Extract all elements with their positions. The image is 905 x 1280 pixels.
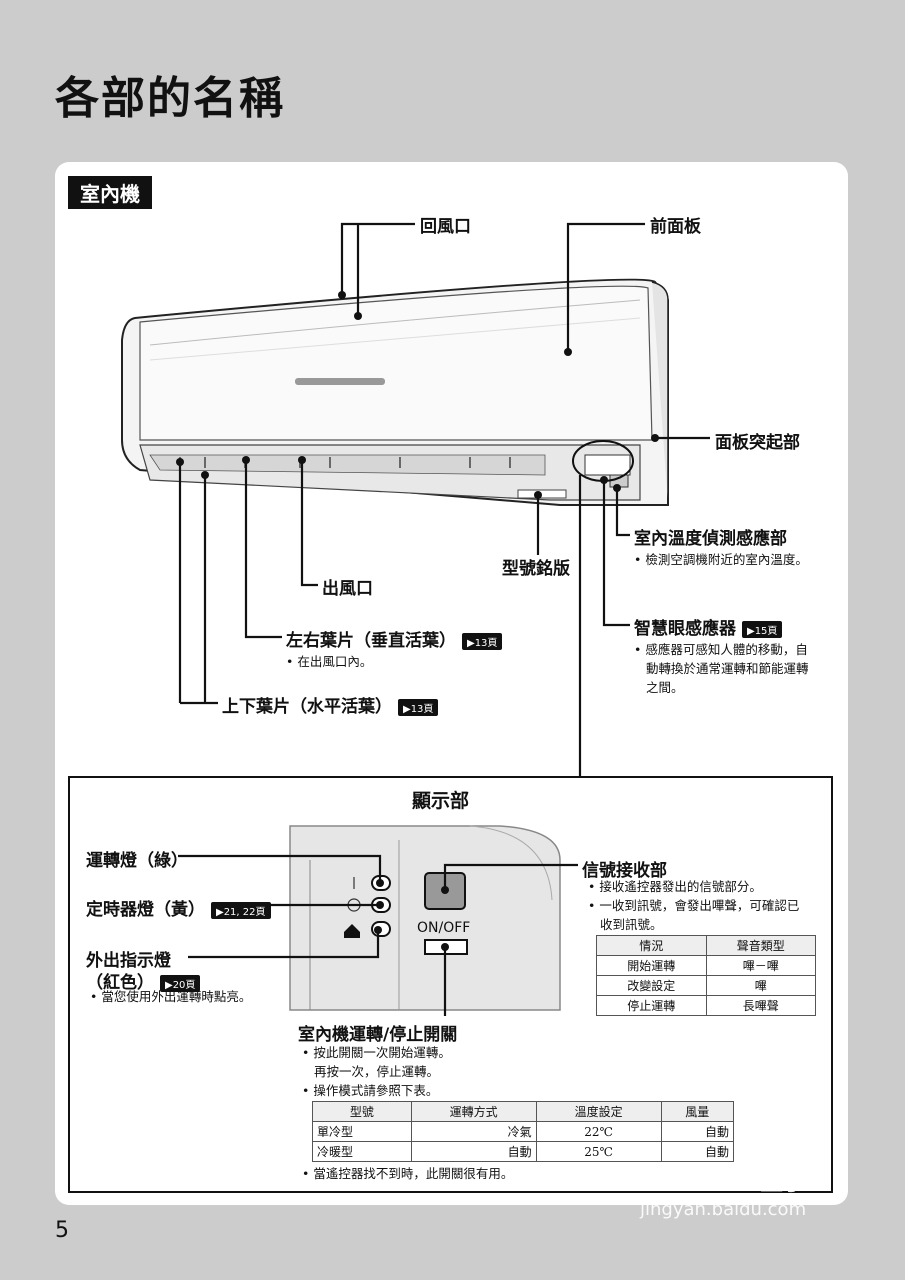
ac-logo-strip (295, 378, 385, 385)
sound-type-table: 情況聲音類型 開始運轉嗶－嗶 改變設定嗶 停止運轉長嗶聲 (596, 935, 816, 1016)
section-tag: 室內機 (68, 176, 152, 209)
note-away-lamp: • 當您使用外出運轉時點亮。 (90, 989, 252, 1004)
leader-operation-lamp (178, 854, 382, 883)
leader-air-outlet (300, 460, 318, 587)
leader-vertical-louver (244, 460, 282, 639)
note-receiver: • 接收遙控器發出的信號部分。 • 一收到訊號，會發出嗶聲，可確認已 收到訊號。 (588, 879, 800, 932)
page-ref-badge: ▶21, 22頁 (211, 901, 271, 919)
page-ref-badge: ▶13頁 (462, 632, 503, 650)
label-panel-protrusion: 面板突起部 (715, 433, 800, 453)
note-vertical-louver: • 在出風口內。 (286, 654, 373, 669)
label-away-lamp-line2: （紅色） ▶20頁 (86, 968, 201, 993)
label-timer-lamp: 定時器燈（黃） ▶21, 22頁 (86, 895, 271, 920)
label-air-outlet: 出風口 (322, 579, 373, 599)
ac-front-panel (139, 285, 653, 441)
ac-model-plate (517, 489, 567, 499)
leader-away-lamp (188, 930, 380, 959)
label-horizontal-flap: 上下葉片（水平活葉） ▶13頁 (222, 692, 439, 717)
page-number: 5 (55, 1218, 69, 1243)
label-timer-lamp-text: 定時器燈（黃） (86, 900, 205, 920)
watermark-brand: Baidu经验 (640, 1158, 818, 1198)
label-indoor-temp-sensor: 室內溫度偵測感應部 (634, 529, 787, 549)
label-onoff-switch: 室內機運轉/停止開關 (298, 1025, 458, 1045)
leader-front-panel (566, 222, 645, 352)
note-bottom: • 當遙控器找不到時，此開關很有用。 (302, 1166, 514, 1181)
ac-display-window (584, 454, 631, 476)
note-indoor-temp-sensor: • 檢測空調機附近的室內溫度。 (634, 552, 808, 567)
page-ref-badge: ▶13頁 (398, 698, 439, 716)
leader-temp-sensor (615, 488, 630, 537)
note-onoff-switch: • 按此開關一次開始運轉。 再按一次，停止運轉。 • 操作模式請參照下表。 (302, 1045, 451, 1098)
note-intelligent-eye: • 感應器可感知人體的移動，自 動轉換於通常運轉和節能運轉 之間。 (634, 642, 809, 695)
page-title: 各部的名稱 (55, 73, 285, 124)
page-ref-badge: ▶15頁 (742, 620, 783, 638)
label-vertical-louver: 左右葉片（垂直活葉） ▶13頁 (286, 626, 503, 651)
leader-horizontal-flap (178, 462, 218, 705)
label-vertical-louver-text: 左右葉片（垂直活葉） (286, 631, 456, 651)
label-intelligent-eye: 智慧眼感應器 ▶15頁 (634, 614, 783, 639)
label-model-plate: 型號銘版 (502, 559, 570, 579)
watermark-url: jingyan.baidu.com (640, 1199, 807, 1220)
label-away-lamp-line1: 外出指示燈 (86, 951, 171, 971)
label-away-lamp-text: （紅色） (86, 973, 154, 993)
label-onoff: ON/OFF (417, 920, 471, 936)
label-operation-lamp: 運轉燈（綠） (86, 851, 188, 871)
label-front-panel: 前面板 (650, 217, 701, 237)
page-ref-badge: ▶20頁 (160, 974, 201, 992)
label-intelligent-eye-text: 智慧眼感應器 (634, 619, 736, 639)
leader-receiver (443, 863, 578, 890)
leader-intelligent-eye (602, 480, 630, 627)
watermark: Baidu经验 jingyan.baidu.com (640, 1150, 817, 1220)
label-receiver: 信號接收部 (582, 861, 667, 881)
label-horizontal-flap-text: 上下葉片（水平活葉） (222, 697, 392, 717)
display-panel-outline (289, 825, 561, 1011)
label-return-air: 回風口 (420, 217, 471, 237)
leader-return-air (340, 222, 415, 316)
away-house-icon (344, 924, 360, 938)
display-title: 顯示部 (412, 790, 470, 812)
